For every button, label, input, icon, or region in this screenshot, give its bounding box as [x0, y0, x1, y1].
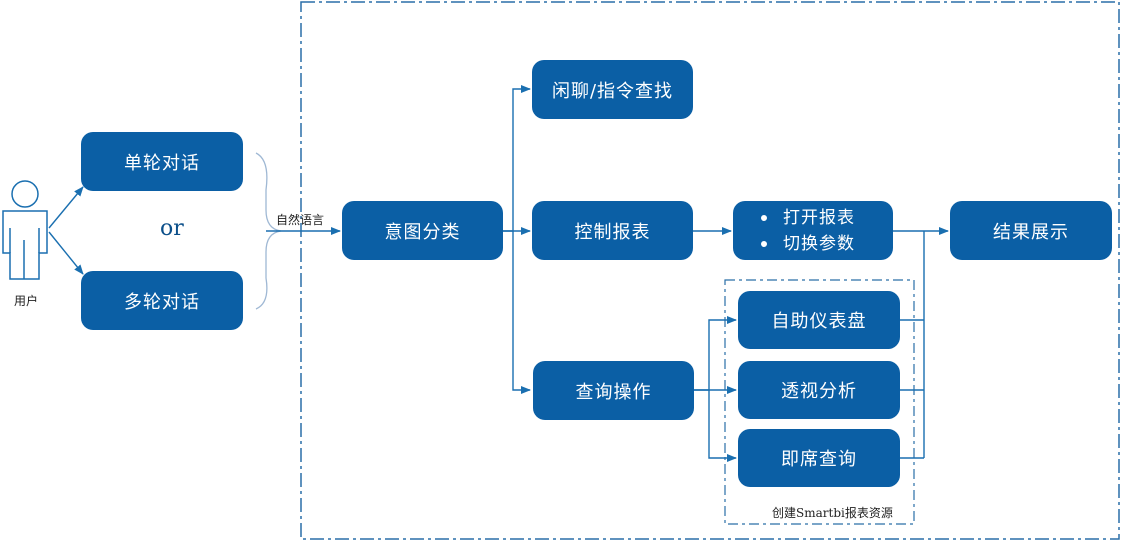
edge-intent-query	[512, 231, 531, 394]
bullet-icon	[761, 214, 767, 221]
smartbi-group-boundary	[724, 279, 915, 525]
result-display-node: 结果展示	[950, 201, 1112, 260]
multi-turn-dialog-node: 多轮对话	[81, 271, 243, 330]
smartbi-group-label: 创建Smartbi报表资源	[772, 506, 893, 520]
action-switch-params: 切换参数	[761, 231, 855, 257]
chat-command-node: 闲聊/指令查找	[532, 60, 693, 119]
edge-user-multi	[48, 231, 84, 275]
single-turn-dialog-node: 单轮对话	[81, 132, 243, 191]
adhoc-query-node: 即席查询	[738, 429, 900, 487]
edge-query-adhoc	[708, 390, 737, 462]
user-icon	[2, 180, 48, 280]
pivot-analysis-node: 透视分析	[738, 361, 900, 419]
action-open-report-label: 打开报表	[783, 207, 855, 228]
natural-language-label: 自然语言	[276, 213, 325, 227]
edge-user-single	[48, 186, 84, 229]
action-switch-params-label: 切换参数	[783, 233, 855, 254]
system-boundary	[300, 1, 1120, 540]
edge-query-dashboard	[694, 316, 737, 391]
intent-classification-node: 意图分类	[342, 201, 503, 260]
control-actions-node: 打开报表 切换参数	[733, 201, 893, 260]
control-report-node: 控制报表	[532, 201, 693, 260]
action-open-report: 打开报表	[761, 205, 855, 231]
bullet-icon	[761, 240, 767, 247]
self-service-dashboard-node: 自助仪表盘	[738, 291, 900, 349]
user-label: 用户	[14, 294, 39, 308]
edge-intent-chat	[503, 85, 531, 232]
query-operation-node: 查询操作	[533, 361, 694, 420]
or-label: or	[160, 216, 184, 241]
